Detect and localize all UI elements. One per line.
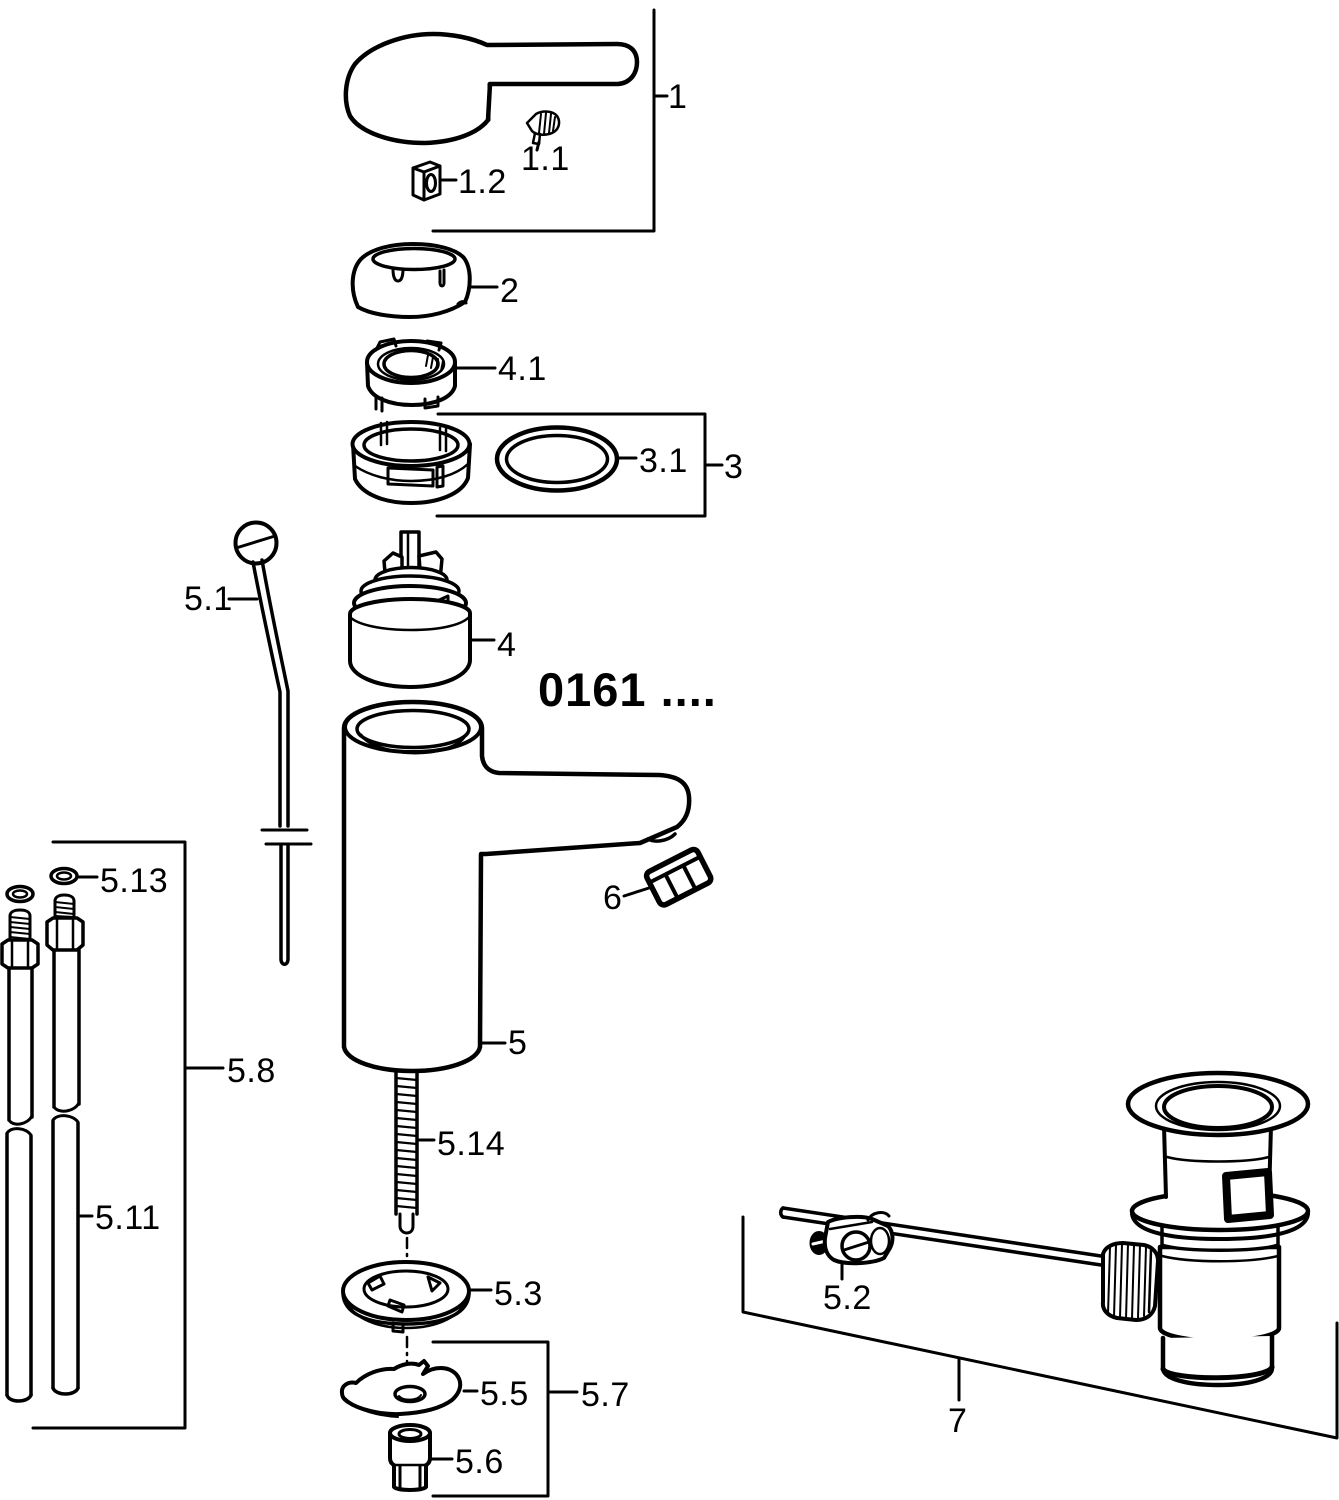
part-label-hose-o-ring: 5.13: [100, 862, 169, 900]
part-label-cartridge: 4: [497, 626, 517, 664]
part-label-mounting-nut: 5.6: [455, 1443, 504, 1481]
o-ring: [494, 425, 620, 493]
part-label-lift-rod: 5.1: [184, 580, 233, 618]
mounting-collar: [350, 420, 472, 505]
part-label-fixing-set: 5.7: [581, 1376, 630, 1414]
lever-handle: [343, 31, 640, 146]
part-label-handle: 1: [668, 78, 688, 116]
bracket-group-1: [431, 8, 669, 233]
aerator: [643, 846, 714, 908]
part-label-ring-set: 3: [724, 448, 744, 486]
part-label-base-ring: 5.3: [494, 1275, 543, 1313]
supply-hose-left: [0, 884, 40, 1403]
base-ring: [341, 1260, 471, 1367]
supply-hose-right: [45, 866, 85, 1396]
handle-screw: [525, 110, 561, 146]
part-label-dome-cap: 2: [500, 272, 520, 310]
bracket-group-5-8: [31, 840, 225, 1430]
part-label-aerator: 6: [603, 879, 623, 917]
part-label-hose-set: 5.8: [227, 1052, 276, 1090]
part-label-clamp-washer: 5.5: [480, 1375, 529, 1413]
part-label-o-ring: 3.1: [639, 442, 688, 480]
part-label-waste-set: 7: [948, 1402, 968, 1440]
part-label-lock-ring: 4.1: [498, 350, 547, 388]
part-label-body: 5: [508, 1024, 528, 1062]
clamp-washer: [339, 1359, 463, 1418]
bracket-group-3: [435, 412, 724, 518]
part-label-hose: 5.11: [95, 1199, 161, 1237]
dome-cap: [350, 242, 472, 319]
drain-knurled-nut: [1100, 1241, 1160, 1322]
part-label-handle-screw: 1.1: [521, 140, 570, 178]
faucet-body: [341, 699, 692, 1074]
leader-lines: [76, 140, 844, 1461]
lock-ring: [365, 337, 457, 413]
handle-plug: [411, 160, 442, 202]
part-label-rod-clamp: 5.2: [823, 1279, 872, 1317]
threaded-stud: [394, 1070, 419, 1272]
mounting-nut: [388, 1423, 432, 1492]
popup-drain: [1125, 1070, 1311, 1388]
model-number: 0161 ....: [538, 663, 717, 716]
lift-rod: [233, 520, 313, 966]
bracket-group-5-7: [431, 1340, 579, 1498]
part-label-handle-plug: 1.2: [458, 163, 507, 201]
bracket-group-7: [741, 1215, 1339, 1440]
part-label-stud: 5.14: [437, 1125, 506, 1163]
cartridge: [348, 530, 472, 689]
rod-clamp: [809, 1211, 895, 1266]
